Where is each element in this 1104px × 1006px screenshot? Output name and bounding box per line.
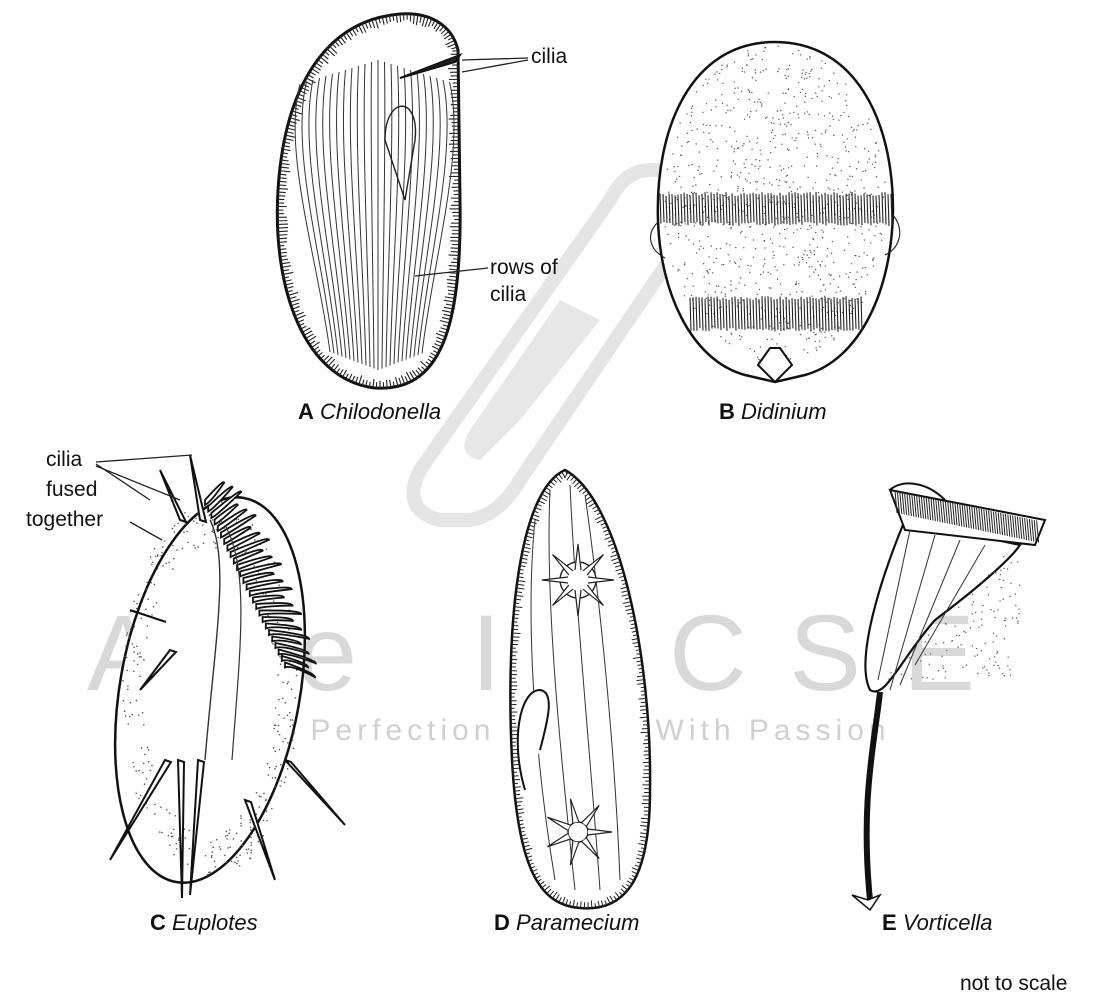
euplotes-cell <box>88 455 345 898</box>
chilodonella-cell <box>277 14 528 388</box>
caption-c-letter: C <box>150 910 166 935</box>
caption-e-letter: E <box>882 910 897 935</box>
caption-a-letter: A <box>298 399 314 424</box>
label-cilia-fused-line3: together <box>26 508 103 532</box>
label-rows-of-cilia-line2: cilia <box>490 283 526 307</box>
caption-b-name: Didinium <box>741 399 827 424</box>
caption-e: E Vorticella <box>882 910 992 936</box>
caption-d-name: Paramecium <box>516 910 639 935</box>
vorticella-cell <box>852 483 1045 910</box>
scale-note: not to scale <box>960 972 1067 996</box>
label-cilia-fused-line2: fused <box>46 478 97 502</box>
caption-a: A Chilodonella <box>298 399 441 425</box>
caption-c-name: Euplotes <box>172 910 258 935</box>
didinium-cell <box>651 42 900 382</box>
caption-d-letter: D <box>494 910 510 935</box>
euplotes-pointer-lines <box>96 455 192 540</box>
label-cilia-fused-line1: cilia <box>46 448 82 472</box>
caption-e-name: Vorticella <box>903 910 993 935</box>
caption-d: D Paramecium <box>494 910 640 936</box>
caption-b: B Didinium <box>719 399 827 425</box>
caption-a-name: Chilodonella <box>320 399 441 424</box>
caption-b-letter: B <box>719 399 735 424</box>
label-cilia-a: cilia <box>531 45 567 69</box>
paramecium-cell <box>510 470 650 908</box>
caption-c: C Euplotes <box>150 910 258 936</box>
label-rows-of-cilia-line1: rows of <box>490 256 558 280</box>
